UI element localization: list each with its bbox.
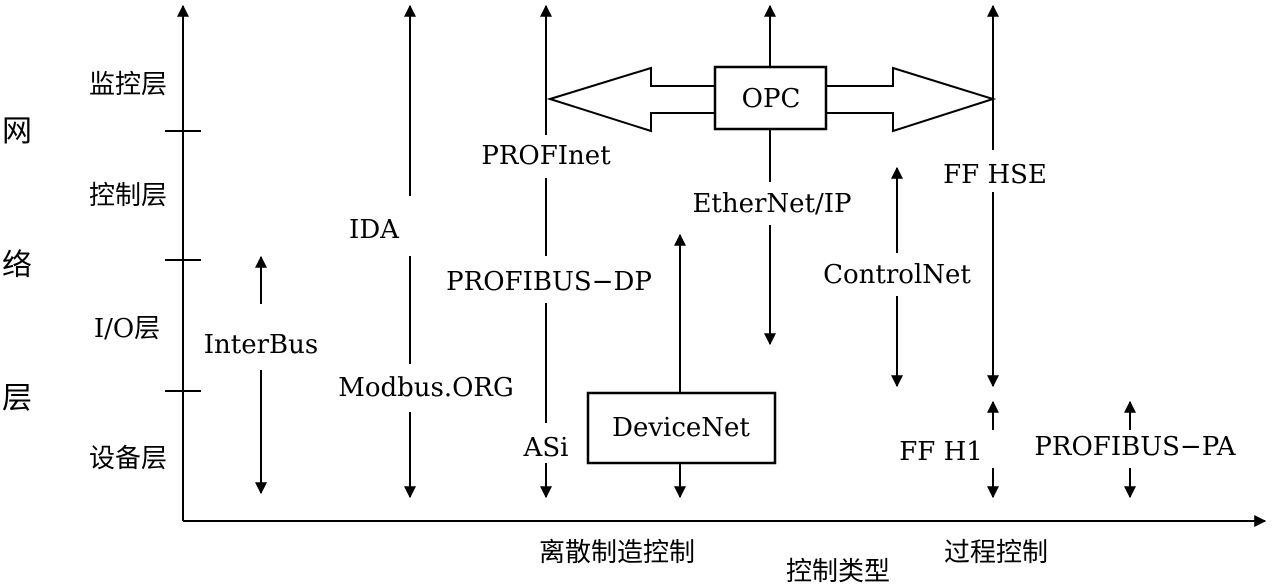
asi-label: ASi [523,433,569,463]
category-discrete-manufacturing: 离散制造控制 [539,538,695,568]
y-axis-title-char-1: 网 [2,114,32,149]
ff-h1-label: FF H1 [899,437,983,467]
profibus-dp-label: PROFIBUS−DP [446,267,652,297]
devicenet-label: DeviceNet [612,413,750,443]
controlnet-label: ControlNet [823,260,971,290]
category-process-control: 过程控制 [944,538,1048,568]
interbus-label: InterBus [204,330,318,360]
level-label-io: I/O层 [94,314,160,344]
modbus-label: Modbus.ORG [338,373,514,403]
level-label-control: 控制层 [89,181,167,211]
ida-label: IDA [349,215,400,245]
y-axis-title-char-2: 络 [2,248,32,283]
level-label-device: 设备层 [89,444,167,474]
profibus-pa-label: PROFIBUS−PA [1034,432,1236,462]
profinet-label: PROFInet [481,141,611,171]
devicenet-box [586,391,777,465]
level-label-supervisory: 监控层 [89,70,167,100]
ethernet-ip-label: EtherNet/IP [692,189,851,219]
x-axis-title: 控制类型 [786,557,890,585]
opc-box [713,65,828,131]
y-axis-title-char-3: 层 [2,381,32,416]
ff-hse-label: FF HSE [943,160,1047,190]
opc-label: OPC [742,84,801,114]
